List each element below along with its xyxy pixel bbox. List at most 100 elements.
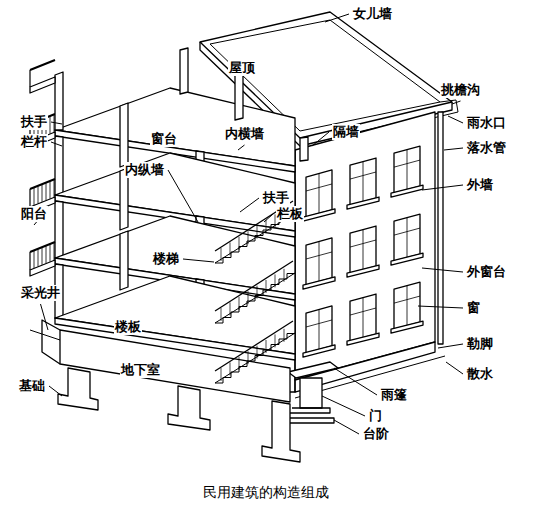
window-mullion (407, 218, 408, 258)
window-mullion (319, 173, 320, 213)
stair-railing (215, 261, 293, 311)
stair-baluster (275, 334, 276, 347)
baluster (38, 249, 39, 266)
window (350, 294, 376, 341)
stair-baluster (257, 286, 258, 299)
railing (29, 189, 30, 207)
stair-baluster (257, 346, 258, 359)
stair-slab (215, 273, 295, 323)
window (350, 158, 376, 205)
part-label: 阳台 (20, 206, 48, 222)
part-label: 屋顶 (228, 60, 256, 76)
leader-line (422, 185, 463, 190)
window-sill (347, 197, 379, 209)
leader-line (422, 268, 463, 272)
stair-baluster (284, 269, 285, 282)
leader-line (312, 132, 329, 146)
baluster (34, 188, 35, 205)
railing (29, 70, 30, 87)
window-transom (350, 308, 376, 315)
part-label: 地下室 (120, 362, 161, 378)
window (350, 226, 376, 273)
leader-line (446, 362, 463, 374)
leader-line (240, 198, 259, 212)
stair-baluster (239, 357, 240, 370)
window-mullion (407, 150, 408, 190)
stair-baluster (230, 302, 231, 315)
part-label: 窗台 (150, 131, 178, 147)
leader-line (334, 420, 359, 434)
part-label: 楼板 (114, 319, 142, 335)
stair-baluster (275, 274, 276, 287)
stair-baluster (239, 237, 240, 250)
window-mullion (407, 286, 408, 326)
outer-wall-back (55, 201, 63, 259)
lightwell (42, 320, 60, 364)
stair-railing (215, 321, 293, 371)
window (394, 146, 420, 193)
leader-line (444, 148, 463, 150)
stair-baluster (221, 308, 222, 321)
part-label: 扶手 (262, 190, 290, 206)
leader-line (49, 386, 62, 396)
window (394, 214, 420, 261)
window (394, 282, 420, 329)
window-mullion (319, 241, 320, 281)
window-sill (391, 321, 423, 333)
part-label: 落水管 (466, 140, 507, 156)
window-transom (350, 172, 376, 179)
baluster (42, 248, 43, 265)
foundation (58, 368, 98, 410)
stair-baluster (221, 248, 222, 261)
ground (30, 330, 60, 340)
handrail (30, 60, 55, 70)
window-sill (303, 209, 335, 221)
stair-baluster (266, 340, 267, 353)
caption: 民用建筑的构造组成 (203, 484, 329, 502)
part-label: 雨水口 (466, 115, 507, 131)
floor-slab-edge (55, 318, 295, 360)
partition (300, 137, 308, 161)
handrail (30, 242, 55, 252)
part-label: 内横墙 (224, 126, 265, 142)
stair-baluster (230, 242, 231, 255)
part-label: 栏杆 (20, 134, 48, 150)
part-label: 外窗台 (466, 264, 507, 280)
leader-line (51, 142, 62, 146)
foundation (168, 386, 210, 430)
inner-wall (180, 48, 188, 94)
baluster (38, 186, 39, 203)
leader-line (264, 214, 273, 222)
window-sill (391, 185, 423, 197)
part-label: 勒脚 (466, 336, 494, 352)
part-label: 女儿墙 (352, 6, 393, 22)
stair-baluster (257, 226, 258, 239)
leader-line (448, 116, 463, 123)
leader-line (41, 304, 49, 330)
part-label: 基础 (18, 378, 46, 394)
handrail (30, 179, 55, 189)
window (306, 306, 332, 353)
part-label: 采光井 (20, 285, 61, 301)
part-label: 扶手 (20, 114, 48, 130)
window-mullion (363, 230, 364, 270)
window-transom (394, 228, 420, 235)
downpipe (438, 112, 443, 344)
window-sill (303, 345, 335, 357)
baluster (50, 182, 51, 199)
leader-line (168, 170, 198, 222)
stair-baluster (221, 368, 222, 381)
part-label: 内纵墙 (124, 162, 165, 178)
leader-line (238, 145, 245, 150)
inner-wall (235, 73, 243, 120)
outer-wall (295, 112, 435, 380)
leader-line (183, 259, 214, 262)
stair-baluster (239, 297, 240, 310)
leader-line (438, 344, 463, 348)
part-label: 隔墙 (332, 124, 360, 140)
inner-wall (120, 231, 128, 290)
stair-flight (215, 274, 295, 324)
stair-slab (215, 333, 295, 383)
inner-wall (120, 103, 128, 167)
